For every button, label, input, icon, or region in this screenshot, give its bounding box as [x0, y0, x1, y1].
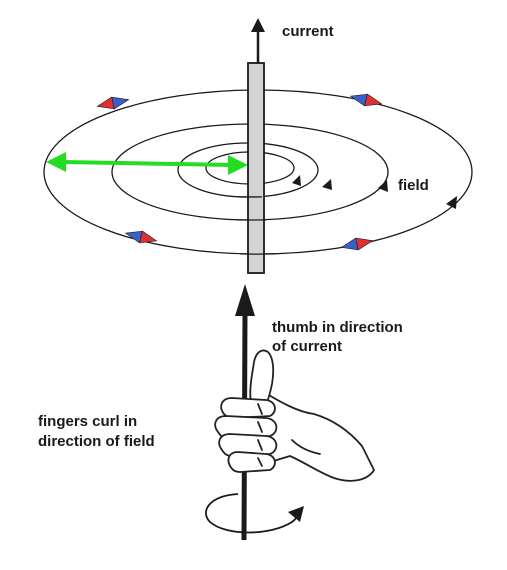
thumb-label-line1: thumb in direction — [272, 319, 403, 336]
fingers-label-line1: fingers curl in — [38, 413, 137, 430]
field-arrowhead-2 — [322, 179, 332, 190]
finger-little — [227, 451, 276, 473]
compass-needle-top-right — [349, 93, 383, 107]
finger-index — [220, 397, 276, 419]
compass-needle-bottom-right — [340, 237, 374, 251]
field-label: field — [398, 177, 429, 194]
right-hand-illustration — [214, 349, 375, 482]
compass-needle-bottom-left — [124, 230, 158, 244]
field-lines-front — [235, 196, 277, 255]
compass-needle-top-left — [96, 96, 130, 110]
field-arrowhead-1 — [292, 175, 301, 186]
current-label: current — [282, 23, 334, 40]
field-arrowhead-3 — [378, 180, 388, 192]
field-direction-arrows — [292, 175, 457, 209]
field-arrowhead-4 — [446, 196, 457, 209]
curl-arrow — [205, 493, 304, 534]
fingers-label-line2: direction of field — [38, 433, 155, 450]
current-arrow-top — [251, 18, 265, 63]
radius-arrow — [46, 152, 248, 175]
curl-arrowhead — [288, 506, 304, 522]
thumb-label-line2: of current — [272, 338, 342, 355]
wire — [247, 62, 265, 274]
